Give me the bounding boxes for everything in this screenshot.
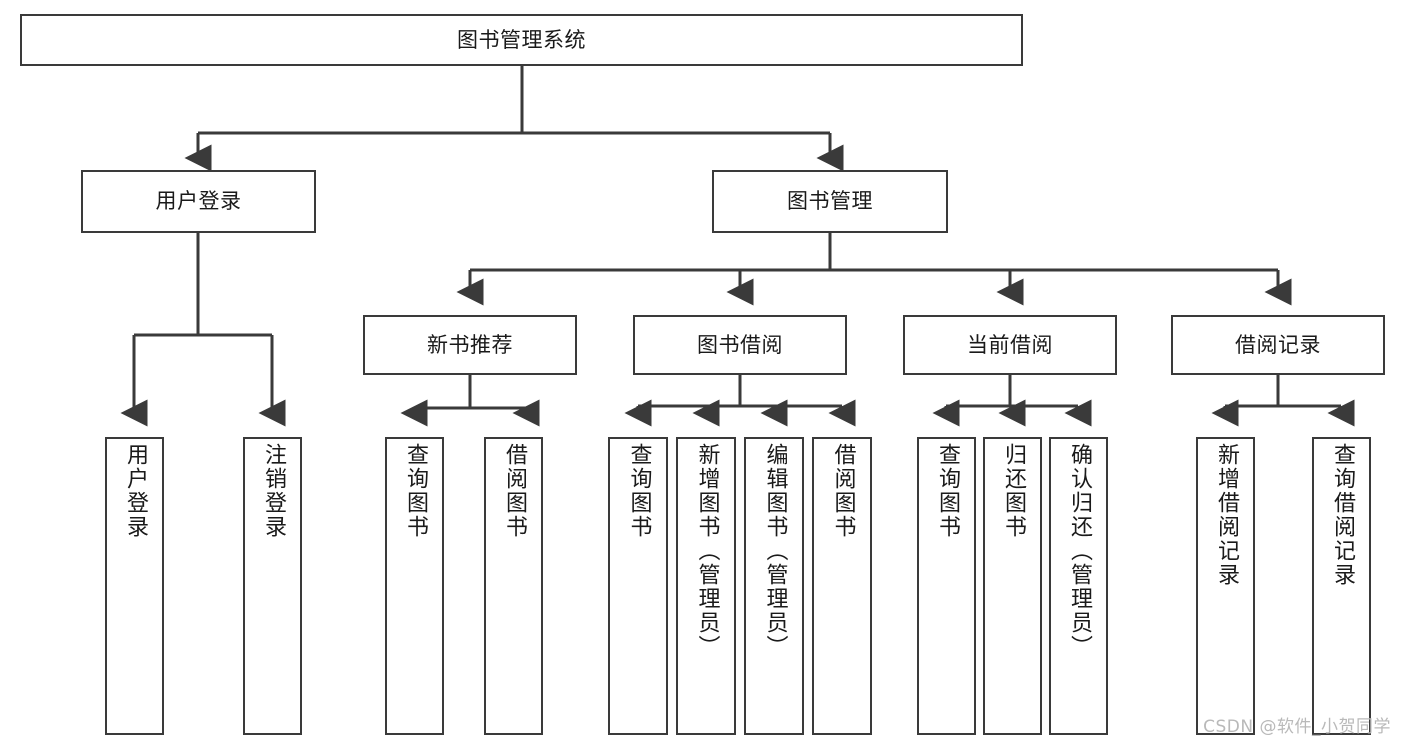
node-root-system[interactable]: 图书管理系统 bbox=[20, 14, 1023, 66]
leaf-borrow-record-query[interactable]: 查询借阅记录 bbox=[1312, 437, 1371, 735]
node-label: 借阅图书 bbox=[501, 443, 527, 539]
node-label: 用户登录 bbox=[155, 189, 242, 214]
leaf-book-borrow-edit[interactable]: 编辑图书（管理员） bbox=[744, 437, 804, 735]
node-label: 新增借阅记录 bbox=[1213, 443, 1239, 587]
leaf-user-login-signin[interactable]: 用户登录 bbox=[105, 437, 164, 735]
leaf-new-book-query[interactable]: 查询图书 bbox=[385, 437, 444, 735]
node-label: 查询图书 bbox=[626, 443, 652, 539]
node-label: 编辑图书（管理员） bbox=[762, 443, 788, 659]
node-label: 用户登录 bbox=[122, 443, 148, 539]
node-user-login[interactable]: 用户登录 bbox=[81, 170, 316, 233]
node-label: 新增图书（管理员） bbox=[694, 443, 720, 659]
node-label: 注销登录 bbox=[260, 443, 286, 539]
leaf-current-borrow-confirm-return[interactable]: 确认归还（管理员） bbox=[1049, 437, 1108, 735]
node-label: 确认归还（管理员） bbox=[1066, 443, 1092, 659]
node-book-management[interactable]: 图书管理 bbox=[712, 170, 948, 233]
leaf-user-login-signout[interactable]: 注销登录 bbox=[243, 437, 302, 735]
leaf-book-borrow-add[interactable]: 新增图书（管理员） bbox=[676, 437, 736, 735]
leaf-current-borrow-query[interactable]: 查询图书 bbox=[917, 437, 976, 735]
node-book-borrow[interactable]: 图书借阅 bbox=[633, 315, 847, 375]
node-new-book-recommend[interactable]: 新书推荐 bbox=[363, 315, 577, 375]
node-label: 归还图书 bbox=[1000, 443, 1026, 539]
node-label: 查询图书 bbox=[934, 443, 960, 539]
node-label: 当前借阅 bbox=[967, 332, 1053, 357]
node-current-borrow[interactable]: 当前借阅 bbox=[903, 315, 1117, 375]
node-label: 新书推荐 bbox=[427, 332, 513, 357]
csdn-watermark: CSDN @软件_小贺同学 bbox=[1203, 717, 1391, 737]
node-label: 查询图书 bbox=[402, 443, 428, 539]
node-label: 借阅记录 bbox=[1235, 332, 1321, 357]
node-label: 查询借阅记录 bbox=[1329, 443, 1355, 587]
leaf-borrow-record-add[interactable]: 新增借阅记录 bbox=[1196, 437, 1255, 735]
node-label: 图书管理 bbox=[787, 189, 873, 214]
leaf-book-borrow-borrow[interactable]: 借阅图书 bbox=[812, 437, 872, 735]
node-borrow-records[interactable]: 借阅记录 bbox=[1171, 315, 1385, 375]
leaf-current-borrow-return[interactable]: 归还图书 bbox=[983, 437, 1042, 735]
node-label: 借阅图书 bbox=[830, 443, 856, 539]
leaf-new-book-borrow[interactable]: 借阅图书 bbox=[484, 437, 543, 735]
node-label: 图书管理系统 bbox=[457, 27, 586, 52]
leaf-book-borrow-query[interactable]: 查询图书 bbox=[608, 437, 668, 735]
node-label: 图书借阅 bbox=[697, 332, 783, 357]
